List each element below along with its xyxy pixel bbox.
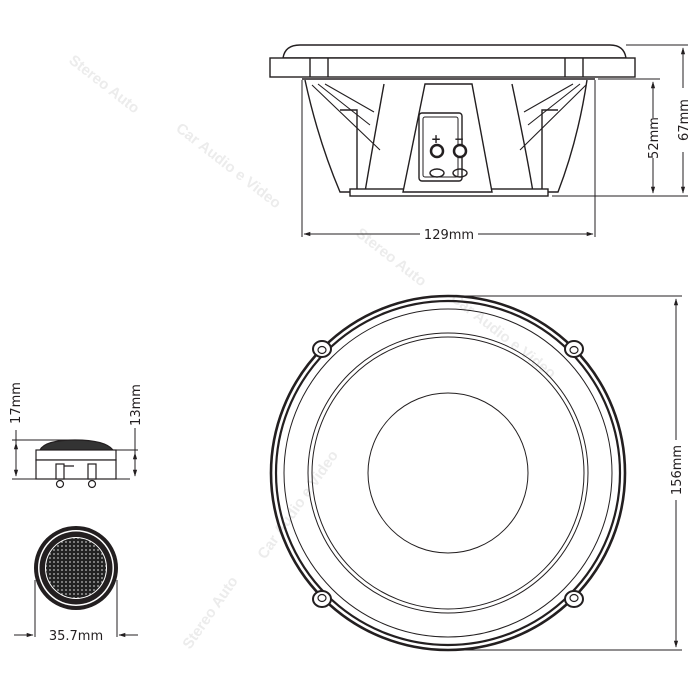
watermark: Stereo Auto Car Audio e Video Stereo Aut… xyxy=(66,52,560,653)
tweeter-side-dimension-lines xyxy=(12,428,138,480)
svg-text:Stereo Auto: Stereo Auto xyxy=(66,52,143,117)
tweeter-diameter-label: 35.7mm xyxy=(49,629,103,644)
mounting-tab-icon xyxy=(312,590,332,608)
svg-text:Car Audio e Video: Car Audio e Video xyxy=(254,447,342,562)
svg-text:Stereo Auto: Stereo Auto xyxy=(179,573,241,652)
tweeter-total-height-label: 17mm xyxy=(9,382,24,424)
woofer-diameter-label: 156mm xyxy=(670,445,685,495)
woofer-width-label: 129mm xyxy=(424,228,474,243)
tweeter-front-view xyxy=(34,526,118,610)
terminal-plus-label: + xyxy=(431,132,441,146)
woofer-side-dimension-lines xyxy=(301,44,688,237)
tweeter-front-dimension-lines xyxy=(14,580,138,638)
mounting-tab-icon xyxy=(312,340,332,358)
tweeter-mount-height-label: 13mm xyxy=(129,384,144,426)
tweeter-side-view xyxy=(35,439,117,489)
woofer-front-dimension-lines xyxy=(448,295,682,651)
tweeter-mesh-grille xyxy=(46,538,106,598)
woofer-total-height-label: 67mm xyxy=(677,99,692,141)
mounting-tab-icon xyxy=(564,590,584,608)
terminal-minus-label: − xyxy=(454,132,464,146)
woofer-depth-label: 52mm xyxy=(647,117,662,159)
mounting-tab-icon xyxy=(564,340,584,358)
svg-text:Stereo Auto: Stereo Auto xyxy=(353,225,430,290)
woofer-side-view xyxy=(269,44,636,197)
svg-text:Car Audio e Video: Car Audio e Video xyxy=(173,120,285,212)
